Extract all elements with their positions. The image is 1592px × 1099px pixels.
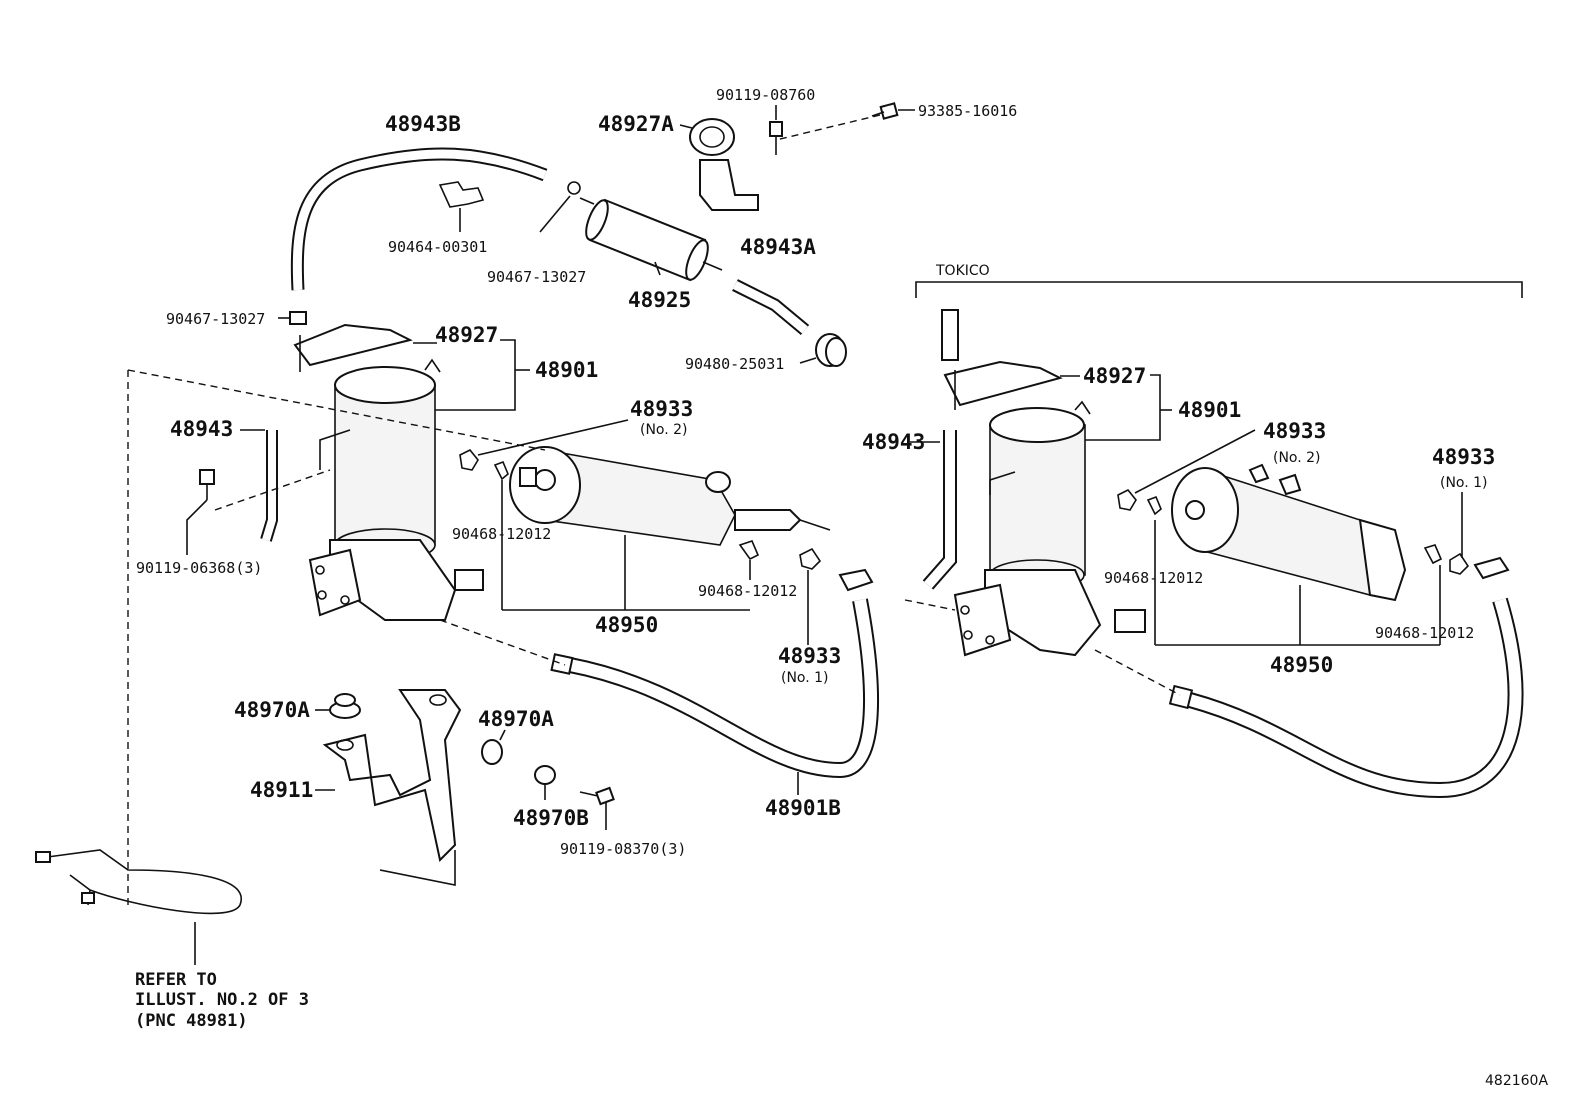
bolt-90119-06368 — [199, 469, 215, 500]
label-48950: 48950 — [595, 613, 658, 637]
label-48943B: 48943B — [385, 112, 461, 136]
label-90468-12012-a-right: 90468-12012 — [1104, 569, 1203, 587]
label-48943: 48943 — [170, 417, 233, 441]
label-90119-08370: 90119-08370(3) — [560, 840, 686, 858]
label-48933-no2-right: 48933 — [1263, 419, 1326, 443]
bracket-48927 — [293, 323, 413, 372]
grommet-48970A-left — [329, 693, 361, 719]
label-48933-no1-right: 48933 — [1432, 445, 1495, 469]
label-48901B: 48901B — [765, 796, 841, 820]
label-48970A-right: 48970A — [478, 707, 554, 731]
label-90119-06368: 90119-06368(3) — [136, 559, 262, 577]
label-48933-no2: 48933 — [630, 397, 693, 421]
clip-48933-no2-right — [1117, 488, 1137, 511]
label-48933-no1: 48933 — [778, 644, 841, 668]
label-48927A: 48927A — [598, 112, 674, 136]
label-48925: 48925 — [628, 288, 691, 312]
label-90467-13027-top: 90467-13027 — [487, 268, 586, 286]
label-tokico: TOKICO — [935, 263, 990, 279]
refer-note-line-1: REFER TO — [135, 970, 217, 990]
label-90464-00301: 90464-00301 — [388, 238, 487, 256]
bolt-93385-16016 — [871, 102, 899, 120]
label-48943-right: 48943 — [862, 430, 925, 454]
label-48927: 48927 — [435, 323, 498, 347]
label-48911: 48911 — [250, 778, 313, 802]
refer-note-line-3: (PNC 48981) — [135, 1011, 248, 1031]
bracket-48911 — [322, 689, 462, 886]
clip-90467-13027-top — [567, 181, 581, 195]
label-90467-13027-side: 90467-13027 — [166, 310, 265, 328]
label-90468-12012-b-right: 90468-12012 — [1375, 624, 1474, 642]
note-48933-no2: (No. 2) — [640, 422, 688, 438]
height-sensor-wire — [35, 849, 243, 915]
label-48901-right: 48901 — [1178, 398, 1241, 422]
motor-pump-48901-right — [953, 400, 1146, 657]
bracket-48927-right — [943, 360, 1063, 407]
collar-48970B — [534, 765, 556, 785]
clip-48933-no1-right — [1449, 552, 1470, 575]
label-48927-right: 48927 — [1083, 364, 1146, 388]
clip-48933-no2 — [459, 448, 479, 471]
note-48933-no1-right: (No. 1) — [1440, 475, 1488, 491]
clip-90467-13027-side — [289, 311, 307, 325]
label-48950-right: 48950 — [1270, 653, 1333, 677]
filter-48925 — [579, 197, 723, 282]
image-code: 482160A — [1485, 1073, 1548, 1089]
clip-90468-12012-b — [738, 540, 760, 561]
label-48943A: 48943A — [740, 235, 816, 259]
accumulator-48950 — [509, 446, 831, 546]
label-48970A-left: 48970A — [234, 698, 310, 722]
bracket-48927A — [689, 118, 759, 211]
label-90119-08760: 90119-08760 — [716, 86, 815, 104]
tokico-bracket-line — [915, 281, 1523, 298]
label-90480-25031: 90480-25031 — [685, 355, 784, 373]
clip-90468-12012-a — [493, 460, 509, 481]
label-90468-12012-a: 90468-12012 — [452, 525, 551, 543]
clip-48933-no1 — [799, 547, 822, 570]
note-48933-no1: (No. 1) — [781, 670, 829, 686]
grommet-90480-25031 — [815, 333, 847, 367]
bolt-90119-08760 — [769, 121, 783, 155]
label-48970B: 48970B — [513, 806, 589, 830]
left-assembly-drawing — [35, 102, 915, 965]
bolt-90119-08370 — [579, 786, 615, 806]
motor-pump-48901 — [308, 358, 484, 621]
refer-note-line-2: ILLUST. NO.2 OF 3 — [135, 990, 309, 1010]
right-assembly-drawing — [904, 281, 1524, 799]
grommet-48970A-right — [481, 739, 503, 765]
note-48933-no2-right: (No. 2) — [1273, 450, 1321, 466]
label-48901: 48901 — [535, 358, 598, 382]
label-93385-16016: 93385-16016 — [918, 102, 1017, 120]
clip-90464-00301 — [438, 181, 485, 208]
label-90468-12012-b: 90468-12012 — [698, 582, 797, 600]
accumulator-48950-right — [1171, 463, 1407, 602]
